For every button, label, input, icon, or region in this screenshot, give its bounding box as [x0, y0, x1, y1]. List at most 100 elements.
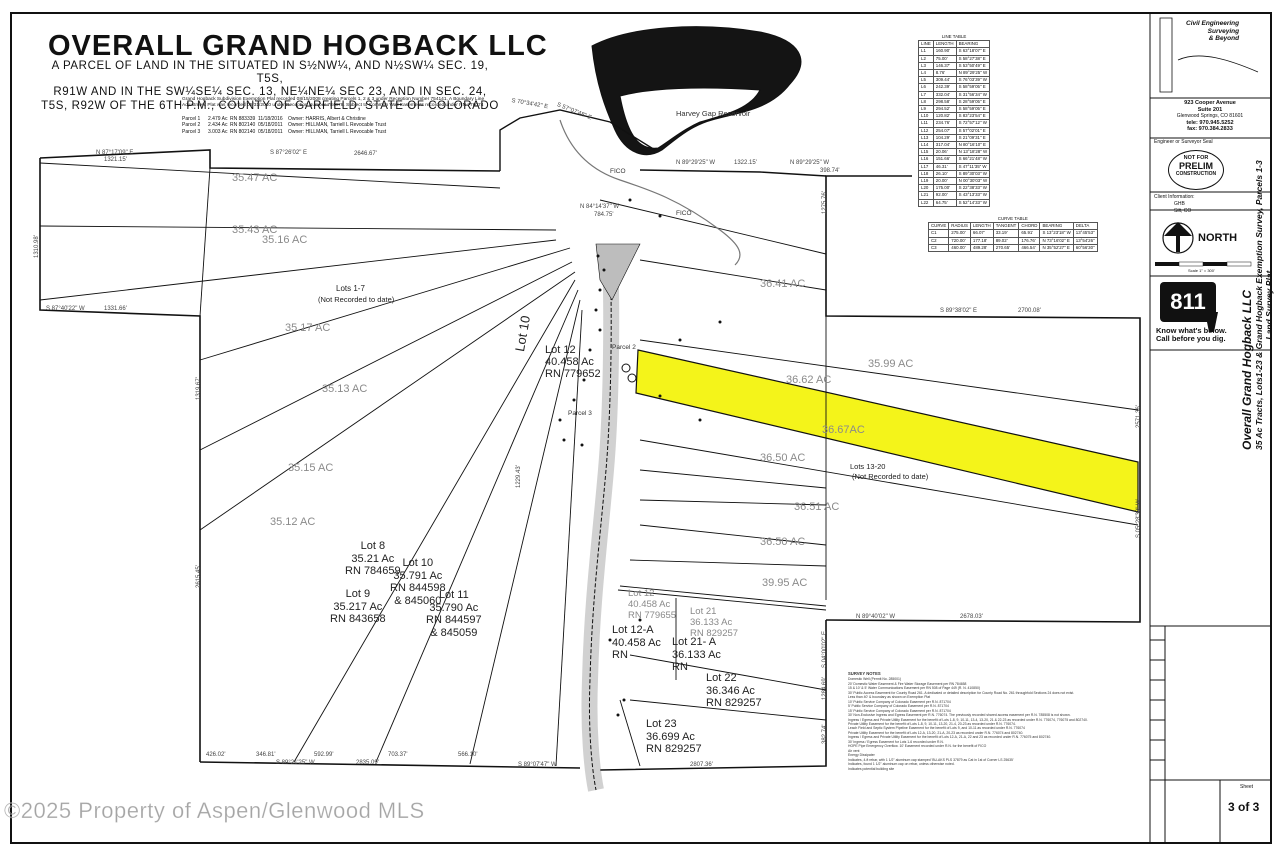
- prelim-stamp: NOT FOR PRELIM CONSTRUCTION: [1168, 150, 1224, 190]
- table-cell: 13°54'26": [1072, 236, 1098, 245]
- table-cell: N 89°29'25" W: [955, 69, 991, 78]
- table-cell: L6: [918, 83, 934, 92]
- table-cell: S 22°38'33" W: [955, 184, 991, 193]
- table-cell: L18: [918, 169, 934, 179]
- survey-note-item: Domestic Well (Permit No. 285001): [848, 677, 902, 682]
- table-cell: S 52°14'33" W: [955, 198, 991, 207]
- bearing-label: N 89°29'25" W: [676, 160, 716, 166]
- tract-area: 36.50 AC: [760, 452, 806, 464]
- survey-note-item: Private Utility Easement for the benefit…: [848, 730, 1024, 735]
- parcel-3-label: Parcel 3: [568, 410, 592, 417]
- table-cell: L5: [918, 76, 934, 85]
- boundary-east: [825, 175, 1141, 623]
- table-cell: 26.10': [932, 169, 957, 179]
- table-cell: S 58°59'05" E: [955, 105, 991, 114]
- table-cell: C2: [927, 236, 950, 245]
- line-table-title: LINE TABLE: [941, 34, 967, 39]
- legal-description-line: T5S, R92W OF THE 6TH P.M., COUNTY OF GAR…: [41, 99, 499, 112]
- table-cell: N 00°30'03" W: [955, 177, 991, 186]
- tract-area: 35.16 AC: [262, 234, 308, 246]
- distance-label: 566.10': [458, 752, 478, 758]
- tract-area: 35.15 AC: [288, 462, 334, 474]
- table-cell: S 28°59'05" E: [955, 97, 991, 107]
- reservoir-water-surface: [619, 87, 761, 149]
- boundary-north-west: [39, 149, 501, 172]
- table-cell: L14: [918, 141, 934, 150]
- table-cell: 160.90': [932, 47, 957, 56]
- bearing-label: S 89°07'47" W: [518, 762, 557, 768]
- tract-area: 35.43 AC: [232, 224, 278, 236]
- table-cell: 146.37': [932, 61, 957, 71]
- table-cell: L10: [918, 112, 934, 121]
- sheet-label: Sheet: [1240, 784, 1254, 790]
- table-cell: S 58°59'05" E: [955, 83, 991, 92]
- legal-description-line: R91W AND IN THE SW¼SE¼ SEC. 13, NE¼NE¼ S…: [53, 86, 487, 99]
- legal-description-line: A PARCEL OF LAND IN THE SITUATED IN S½NW…: [51, 60, 489, 86]
- table-cell: S 21°09'31" E: [955, 133, 991, 143]
- client-info: Client Information: GHB Silt, CO: [1154, 194, 1195, 214]
- seal-label: Engineer or Surveyor Seal: [1154, 139, 1213, 145]
- table-cell: C1: [927, 229, 950, 238]
- drawing-sheet-border: [10, 12, 1272, 844]
- survey-note-item: Leach Field and Septic System Pipeline E…: [848, 726, 1025, 731]
- tract-area: 35.13 AC: [322, 383, 368, 395]
- county-road-corridor: [581, 259, 620, 792]
- highlighted-parcel: [635, 349, 1139, 513]
- tract-area: 35.47 AC: [232, 172, 278, 184]
- table-cell: L8: [918, 97, 934, 107]
- table-cell: 8.76': [932, 69, 957, 78]
- distance-label: 1321.15': [104, 157, 127, 163]
- lots-13-20-note: (Not Recorded to date): [852, 472, 929, 481]
- bearing-label: S 87°26'02" E: [270, 150, 308, 156]
- tract-area: 35.17 AC: [285, 322, 331, 334]
- table-cell: S 13°23'18" W: [1039, 229, 1074, 238]
- table-cell: L3: [918, 61, 934, 71]
- table-cell: L22: [918, 198, 934, 207]
- table-cell: L19: [918, 177, 934, 186]
- table-cell: S 72°57'12" W: [955, 119, 991, 128]
- survey-note-item: 10' Public Service Company of Colorado E…: [848, 699, 951, 704]
- survey-notes: SURVEY NOTES Domestic Well (Permit No. 2…: [848, 671, 1148, 771]
- distance-label: 1284.69': [822, 677, 828, 700]
- survey-note-item: Ingress / Egress and Private Utility Eas…: [848, 717, 1088, 722]
- table-cell: L4: [918, 69, 934, 78]
- survey-note-item: Indicates potential building site: [848, 766, 895, 771]
- table-cell: 64.75': [932, 198, 957, 207]
- fico-label: FICO: [676, 210, 692, 217]
- distance-label: 2807.36': [690, 762, 713, 768]
- table-cell: L13: [918, 133, 934, 143]
- table-cell: 20.00': [932, 177, 957, 186]
- table-cell: 317.04': [932, 141, 957, 150]
- distance-label: 1331.66': [104, 306, 127, 312]
- distance-label: 2646.67': [354, 151, 377, 157]
- tract-area: 36.41 AC: [760, 278, 806, 290]
- lots-1-7-note: (Not Recorded to date): [318, 295, 395, 304]
- firm-logo-icon: [1159, 17, 1259, 93]
- survey-note-item: HOPE Pipe Emergency Overflow. 10' Easeme…: [848, 744, 987, 749]
- table-cell: S 66°21'48" W: [955, 155, 991, 164]
